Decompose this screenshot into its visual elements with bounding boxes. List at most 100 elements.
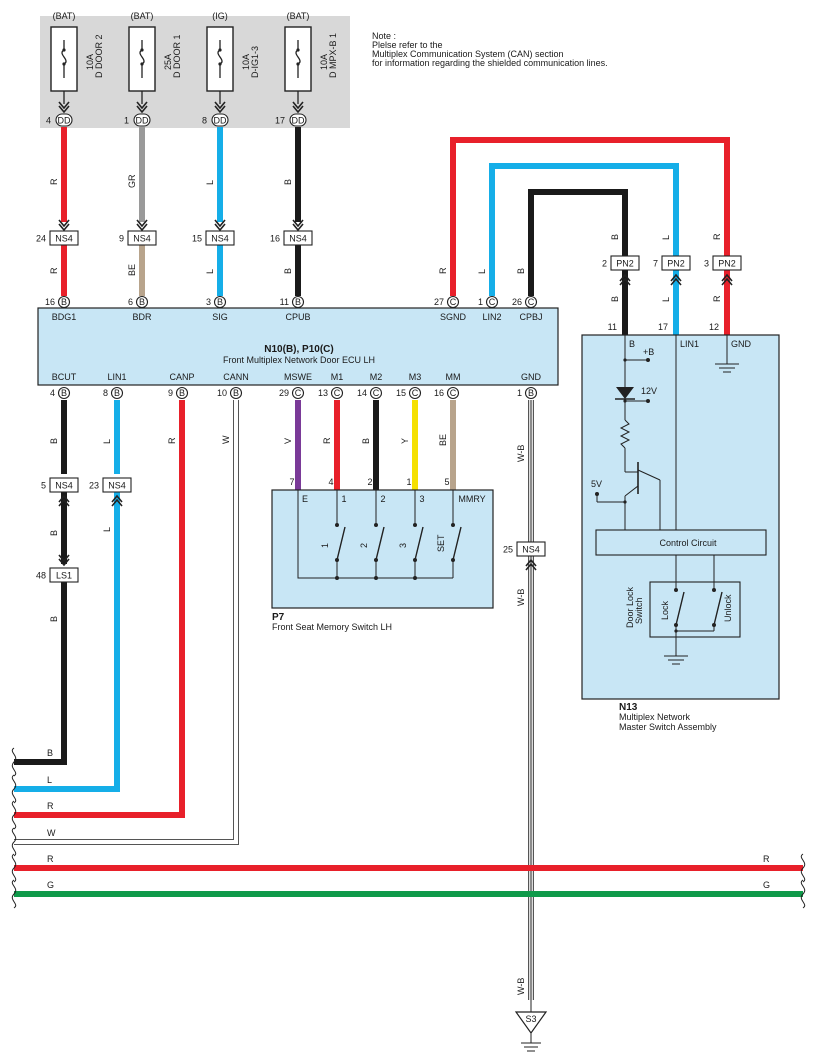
svg-text:5: 5: [444, 477, 449, 487]
wire-label: B: [361, 438, 371, 444]
svg-text:1: 1: [406, 477, 411, 487]
svg-text:2: 2: [380, 494, 385, 504]
wire-label: B: [516, 268, 526, 274]
svg-text:GND: GND: [521, 372, 542, 382]
svg-text:13: 13: [318, 388, 328, 398]
memory-switch-pins: 7 E 4 1 2 2 1 3 5 MMRY: [289, 477, 485, 504]
svg-text:C: C: [450, 297, 457, 307]
svg-text:5V: 5V: [591, 479, 602, 489]
svg-text:6: 6: [128, 297, 133, 307]
svg-text:CPBJ: CPBJ: [519, 312, 542, 322]
svg-text:B: B: [61, 297, 67, 307]
svg-text:8: 8: [103, 388, 108, 398]
memory-switch-id: P7: [272, 612, 285, 623]
svg-text:NS4: NS4: [55, 234, 73, 244]
svg-text:17: 17: [275, 116, 285, 126]
svg-text:7: 7: [289, 477, 294, 487]
svg-text:17: 17: [658, 322, 668, 332]
svg-text:MSWE: MSWE: [284, 372, 312, 382]
wire-label: L: [102, 439, 112, 444]
svg-text:PN2: PN2: [718, 259, 736, 269]
svg-text:B: B: [61, 388, 67, 398]
connector-left-chain: NS4 5 NS4 23 LS1 48: [36, 477, 132, 583]
svg-text:15: 15: [396, 388, 406, 398]
svg-text:B: B: [629, 339, 635, 349]
wire-label: B: [283, 179, 293, 185]
svg-text:1: 1: [478, 297, 483, 307]
wire-label: L: [661, 235, 671, 240]
wire-label: W-B: [516, 445, 526, 462]
svg-text:S3: S3: [525, 1014, 536, 1024]
svg-text:25: 25: [503, 545, 513, 555]
svg-text:DD: DD: [58, 116, 71, 126]
wire-label: Y: [400, 438, 410, 444]
svg-text:SIG: SIG: [212, 312, 228, 322]
svg-text:2: 2: [359, 543, 369, 548]
svg-text:NS4: NS4: [108, 481, 126, 491]
svg-text:3: 3: [398, 543, 408, 548]
svg-text:1: 1: [124, 116, 129, 126]
svg-text:M2: M2: [370, 372, 383, 382]
svg-text:B: B: [528, 388, 534, 398]
svg-text:10: 10: [217, 388, 227, 398]
ecu-top-pins: B 16 BDG1 B 6 BDR B 3 SIG B 11 CPUB C 27…: [45, 295, 543, 322]
wire-label: L: [205, 180, 215, 185]
svg-text:C: C: [489, 297, 496, 307]
svg-text:C: C: [528, 297, 535, 307]
ground-s3: S3: [514, 1011, 548, 1052]
svg-text:DD: DD: [214, 116, 227, 126]
fuse-supply-2: (BAT): [131, 11, 154, 21]
svg-text:11: 11: [280, 297, 289, 307]
svg-text:B: B: [179, 388, 185, 398]
svg-text:MM: MM: [446, 372, 461, 382]
svg-text:16: 16: [270, 234, 280, 244]
control-circuit-label: Control Circuit: [659, 538, 717, 548]
svg-text:C: C: [295, 388, 302, 398]
master-switch-circuit: +B 12V 5V Control Circuit: [591, 335, 767, 665]
fuse-d-door-1: 25A D DOOR 1: [128, 26, 182, 113]
svg-text:1: 1: [341, 494, 346, 504]
wire-label: L: [477, 269, 487, 274]
connector-pn2: PN2 2 PN2 7 PN2 3: [602, 255, 742, 286]
svg-text:4: 4: [328, 477, 333, 487]
svg-text:NS4: NS4: [522, 545, 540, 555]
wire-label: L: [661, 297, 671, 302]
svg-text:W: W: [47, 828, 56, 838]
svg-text:Lock: Lock: [660, 600, 670, 620]
wire-label: W-B: [516, 978, 526, 995]
svg-text:M3: M3: [409, 372, 422, 382]
ecu-box: [37, 307, 559, 386]
fuse-rating-3: 10A: [241, 54, 251, 70]
svg-text:B: B: [114, 388, 120, 398]
svg-text:NS4: NS4: [55, 481, 73, 491]
wire-label: R: [49, 178, 59, 185]
svg-text:16: 16: [434, 388, 444, 398]
ecu-subtitle: Front Multiplex Network Door ECU LH: [223, 355, 375, 365]
svg-text:DD: DD: [292, 116, 305, 126]
svg-text:LIN1: LIN1: [680, 339, 699, 349]
bus-labels: B L R W R G R G: [47, 748, 770, 890]
svg-text:4: 4: [46, 116, 51, 126]
wire-label: R: [438, 267, 448, 274]
memory-switch-circuit: 1 2 3 SET: [297, 490, 462, 580]
wire-label: R: [167, 437, 177, 444]
wire-label: R: [49, 267, 59, 274]
wire-label: R: [712, 233, 722, 240]
wire-label: GR: [127, 174, 137, 188]
svg-text:15: 15: [192, 234, 202, 244]
svg-text:BCUT: BCUT: [52, 372, 77, 382]
svg-text:C: C: [412, 388, 419, 398]
svg-text:CANN: CANN: [223, 372, 249, 382]
svg-text:14: 14: [357, 388, 367, 398]
svg-text:Plelse refer to the: Plelse refer to the: [372, 40, 443, 50]
svg-text:R: R: [763, 854, 770, 864]
svg-text:Multiplex Communication System: Multiplex Communication System (CAN) sec…: [372, 49, 564, 59]
svg-text:C: C: [334, 388, 341, 398]
wire-label: BE: [127, 264, 137, 276]
svg-text:27: 27: [434, 297, 444, 307]
svg-text:NS4: NS4: [133, 234, 151, 244]
fuse-rating-4: 10A: [319, 54, 329, 70]
connector-gnd-ns4: NS4 25: [503, 541, 546, 571]
wire-label: B: [49, 438, 59, 444]
svg-text:2: 2: [367, 477, 372, 487]
